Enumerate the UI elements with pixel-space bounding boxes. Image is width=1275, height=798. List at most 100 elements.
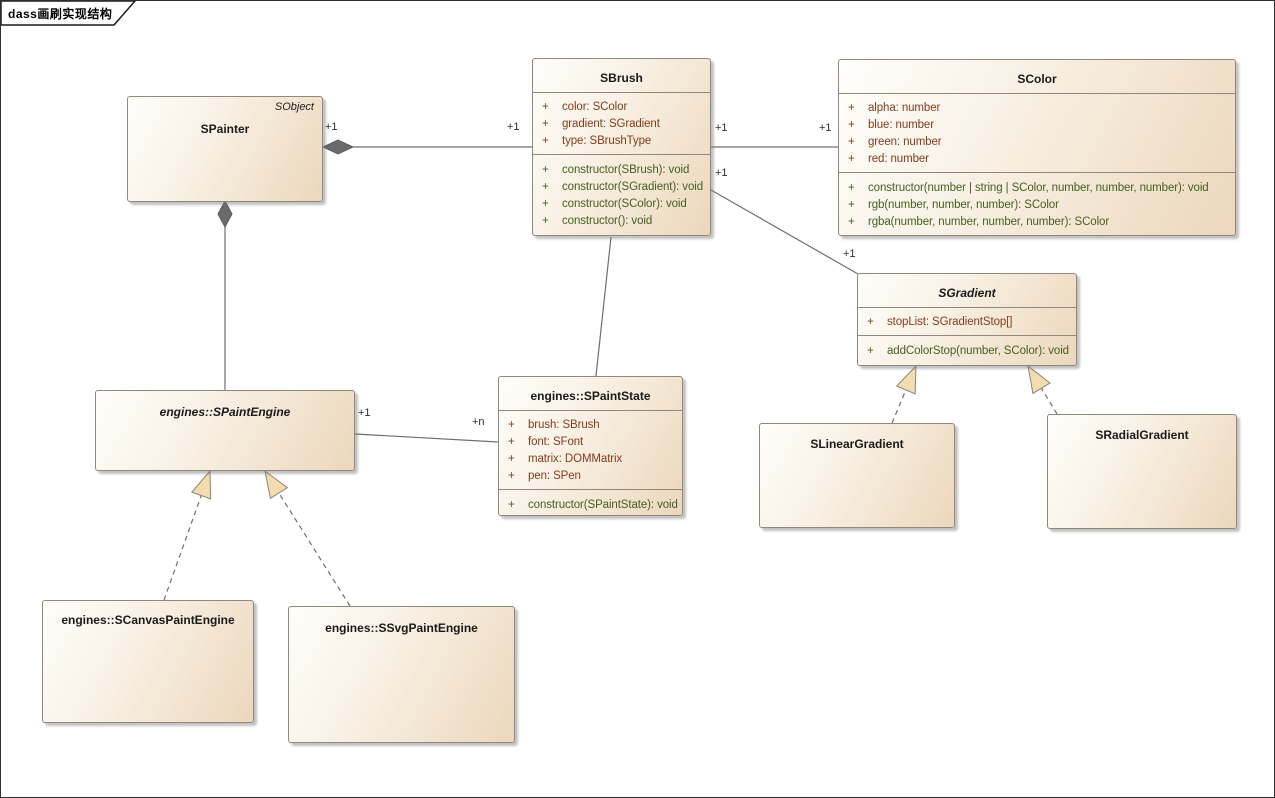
visibility-marker: + — [867, 316, 874, 328]
multiplicity-label: +1 — [715, 122, 728, 134]
visibility-marker: + — [848, 102, 855, 114]
attribute-row: + gradient: SGradient — [533, 116, 710, 133]
composition-diamond — [321, 139, 355, 155]
attribute-row-text: stopList: SGradientStop[] — [887, 316, 1013, 328]
visibility-marker: + — [508, 499, 515, 511]
method-row-text: constructor(): void — [562, 215, 653, 227]
class-title-ssvgpaintengine: engines::SSvgPaintEngine — [325, 621, 478, 635]
connector-ssvgpaintengine-spaintengine[interactable] — [264, 469, 351, 607]
method-row-text: constructor(number | string | SColor, nu… — [868, 182, 1209, 194]
visibility-marker: + — [508, 470, 515, 482]
generalization-arrowhead — [264, 469, 289, 500]
class-box-spaintengine[interactable]: engines::SPaintEngine — [95, 390, 355, 471]
attribute-row: + color: SColor — [533, 99, 710, 116]
attribute-row-text: color: SColor — [562, 101, 628, 113]
multiplicity-label: +1 — [715, 167, 728, 179]
attribute-row: +blue: number — [839, 117, 1235, 134]
multiplicity-label: +1 — [507, 121, 520, 133]
methods-compartment: + constructor(SPaintState): void — [499, 490, 682, 515]
class-title-sbrush: SBrush — [533, 59, 710, 93]
methods-compartment: +constructor(SBrush): void+constructor(S… — [533, 155, 710, 235]
generalization-arrowhead — [895, 364, 917, 395]
class-box-slineargradient[interactable]: SLinearGradient — [759, 423, 955, 528]
attribute-row: +red: number — [839, 151, 1235, 168]
multiplicity-label: +n — [472, 416, 485, 428]
class-box-sbrush[interactable]: SBrush + color: SColor + gradient: SGradient… — [532, 58, 711, 236]
class-box-sradialgradient[interactable]: SRadialGradient — [1047, 414, 1237, 529]
multiplicity-label: +1 — [819, 122, 832, 134]
attribute-row-text: brush: SBrush — [528, 419, 600, 431]
stereotype-label: SObject — [274, 101, 314, 113]
methods-compartment: + addColorStop(number, SColor): void — [858, 336, 1076, 365]
method-row: + constructor(number | string | SColor, n… — [839, 180, 1235, 197]
visibility-marker: + — [542, 215, 549, 227]
connector-scanvaspaintengine-spaintengine[interactable] — [163, 469, 212, 601]
attribute-row: +brush: SBrush — [499, 417, 682, 434]
visibility-marker: + — [542, 164, 549, 176]
method-row-text: constructor(SColor): void — [562, 198, 687, 210]
visibility-marker: + — [542, 198, 549, 210]
connector-sbrush-sgradient[interactable] — [710, 189, 859, 275]
attribute-row: + pen: SPen — [499, 468, 682, 485]
generalization-arrowhead — [1027, 364, 1051, 395]
method-row: + addColorStop(number, SColor): void — [858, 343, 1076, 360]
connector-spaintengine-spaintstate[interactable] — [354, 433, 499, 443]
multiplicity-label: +1 — [325, 121, 338, 133]
method-row: +constructor(SGradient): void — [533, 179, 710, 196]
method-row-text: constructor(SBrush): void — [562, 164, 690, 176]
connector-slineargradient-sgradient[interactable] — [891, 364, 917, 424]
connector-spainter-spaintengine[interactable] — [217, 199, 233, 390]
class-box-scolor[interactable]: SColor+alpha: number+blue: number+green:… — [838, 59, 1236, 236]
attribute-row: +green: number — [839, 134, 1235, 151]
attribute-row: + matrix: DOMMatrix — [499, 451, 682, 468]
method-row: + constructor(): void — [533, 213, 710, 230]
class-box-spaintstate[interactable]: engines::SPaintState+brush: SBrush+font:… — [498, 376, 683, 516]
attribute-row-text: pen: SPen — [528, 470, 581, 482]
method-row-text: addColorStop(number, SColor): void — [887, 345, 1069, 357]
attributes-compartment: + alpha: number +blue: number+green: numbe… — [839, 94, 1235, 173]
class-box-sgradient[interactable]: SGradient+stopList: SGradientStop[]+addC… — [857, 273, 1077, 366]
connector-spainter-sbrush[interactable] — [321, 139, 532, 155]
visibility-marker: + — [542, 181, 549, 193]
visibility-marker: + — [848, 216, 855, 228]
class-box-scanvaspaintengine[interactable]: engines::SCanvasPaintEngine — [42, 600, 254, 723]
visibility-marker: + — [542, 118, 549, 130]
method-row-text: constructor(SPaintState): void — [528, 499, 678, 511]
generalization-arrowhead — [190, 469, 212, 500]
class-title-sradialgradient: SRadialGradient — [1095, 428, 1189, 442]
class-title-spainter: SPainter — [200, 122, 250, 136]
attribute-row-text: alpha: number — [868, 102, 941, 114]
multiplicity-label: +1 — [358, 407, 371, 419]
attributes-compartment: +color: SColor+gradient: SGradient+type:… — [533, 93, 710, 155]
attributes-compartment: +brush: SBrush + font: SFont + matrix: DOMMa… — [499, 411, 682, 490]
attribute-row-text: font: SFont — [528, 436, 584, 448]
class-title-slineargradient: SLinearGradient — [810, 437, 904, 451]
visibility-marker: + — [848, 199, 855, 211]
class-title-spaintengine: engines::SPaintEngine — [159, 405, 291, 419]
attribute-row: + alpha: number — [839, 100, 1235, 117]
class-box-ssvgpaintengine[interactable]: engines::SSvgPaintEngine — [288, 606, 515, 743]
visibility-marker: + — [542, 101, 549, 113]
multiplicity-label: +1 — [843, 248, 856, 260]
method-row: + constructor(SColor): void — [533, 196, 710, 213]
connector-sradialgradient-sgradient[interactable] — [1027, 364, 1058, 415]
method-row: + constructor(SBrush): void — [533, 162, 710, 179]
visibility-marker: + — [542, 135, 549, 147]
attribute-row-text: matrix: DOMMatrix — [528, 453, 623, 465]
connector-sbrush-spaintstate[interactable] — [595, 236, 612, 377]
composition-diamond — [217, 199, 233, 229]
diagram-tab-shape — [1, 1, 136, 26]
visibility-marker: + — [508, 453, 515, 465]
diagram-tab — [1, 1, 136, 26]
visibility-marker: + — [848, 182, 855, 194]
class-title-scanvaspaintengine: engines::SCanvasPaintEngine — [61, 613, 235, 627]
method-row: + constructor(SPaintState): void — [499, 497, 682, 514]
attribute-row-text: gradient: SGradient — [562, 118, 660, 130]
methods-compartment: + constructor(number | string | SColor, n… — [839, 173, 1235, 235]
method-row: + rgb(number, number, number): SColor — [839, 197, 1235, 214]
method-row-text: rgb(number, number, number): SColor — [868, 199, 1059, 211]
visibility-marker: + — [867, 345, 874, 357]
visibility-marker: + — [848, 136, 855, 148]
